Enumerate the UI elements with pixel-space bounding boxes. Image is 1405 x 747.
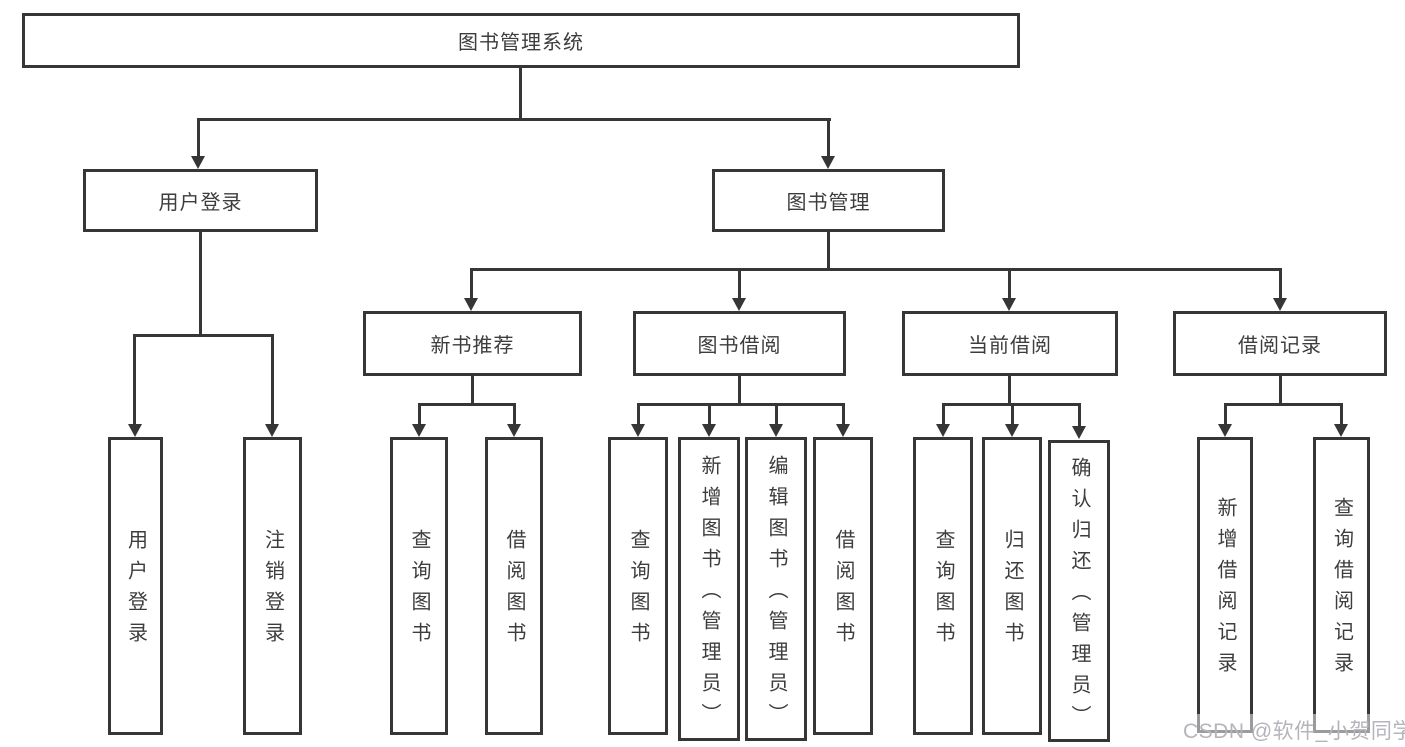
leaf-confirm-return-admin: 确认归还（管理员）	[1048, 440, 1110, 742]
arrowhead-down-user-login	[191, 156, 205, 169]
connector-newbook-stem	[471, 376, 474, 406]
leaf-borrow-books-recommend: 借阅图书	[485, 437, 543, 735]
node-book-borrowing: 图书借阅	[633, 311, 846, 376]
arrowhead-down-q2	[631, 424, 645, 437]
leaf-add-borrow-record-label: 新增借阅记录	[1214, 497, 1236, 683]
connector-newbook-crossbar	[418, 403, 516, 406]
connector-drop-q2	[637, 403, 640, 426]
connector-drop-add-book	[708, 403, 711, 426]
arrowhead-down-b2	[836, 424, 850, 437]
leaf-logout-login: 注销登录	[243, 437, 302, 735]
arrowhead-down-query-record	[1334, 424, 1348, 437]
arrowhead-down-leaf-logout	[265, 424, 279, 437]
arrowhead-down-confirm-return	[1072, 426, 1086, 439]
node-book-management-branch: 图书管理	[712, 169, 945, 232]
leaf-query-books-recommend: 查询图书	[390, 437, 448, 735]
connector-drop-book-mgmt	[827, 118, 830, 158]
connector-drop-confirm-return	[1078, 403, 1081, 426]
leaf-return-books-label: 归还图书	[1001, 529, 1023, 653]
leaf-borrow-books-recommend-label: 借阅图书	[503, 529, 525, 653]
leaf-return-books: 归还图书	[982, 437, 1042, 735]
node-book-borrowing-label: 图书借阅	[697, 335, 782, 357]
connector-drop-add-record	[1224, 403, 1227, 426]
leaf-logout-login-label: 注销登录	[261, 529, 284, 653]
connector-drop-book-borrow	[738, 268, 741, 300]
leaf-add-book-admin-label: 新增图书（管理员）	[698, 454, 720, 734]
node-user-login-branch: 用户登录	[83, 169, 318, 232]
leaf-query-books-recommend-label: 查询图书	[408, 529, 430, 653]
node-system-root-label: 图书管理系统	[458, 32, 584, 54]
connector-drop-current-borrow	[1008, 268, 1011, 300]
node-user-login-branch-label: 用户登录	[158, 192, 243, 214]
node-system-root: 图书管理系统	[22, 13, 1020, 68]
arrowhead-down-leaf-user-login	[128, 424, 142, 437]
connector-drop-leaf-logout	[271, 334, 274, 426]
csdn-watermark: CSDN @软件_小贺同学	[1181, 714, 1405, 746]
connector-drop-leaf-user-login	[133, 334, 136, 426]
arrowhead-down-new-book	[464, 298, 478, 311]
node-current-borrowing-label: 当前借阅	[968, 335, 1052, 357]
connector-borrowrecord-stem	[1279, 376, 1282, 406]
arrowhead-down-add-book	[702, 424, 716, 437]
connector-drop-borrow-record	[1279, 268, 1282, 300]
connector-drop-user-login	[197, 118, 200, 158]
connector-drop-q3	[942, 403, 945, 426]
leaf-query-borrow-record-label: 查询借阅记录	[1330, 497, 1353, 683]
leaf-query-borrow-record: 查询借阅记录	[1313, 437, 1370, 733]
leaf-edit-book-admin-label: 编辑图书（管理员）	[765, 454, 787, 734]
leaf-query-books-borrowing: 查询图书	[608, 437, 668, 735]
leaf-add-borrow-record: 新增借阅记录	[1197, 437, 1253, 733]
arrowhead-down-add-record	[1218, 424, 1232, 437]
connector-userlogin-crossbar	[133, 334, 274, 337]
leaf-add-book-admin: 新增图书（管理员）	[678, 437, 740, 741]
connector-userlogin-stem	[199, 232, 202, 337]
node-book-management-branch-label: 图书管理	[786, 192, 871, 214]
arrowhead-down-book-mgmt	[821, 156, 835, 169]
connector-drop-new-book	[470, 268, 473, 300]
leaf-query-books-borrowing-label: 查询图书	[627, 529, 649, 653]
connector-root-stem	[519, 68, 522, 120]
node-new-book-recommend: 新书推荐	[363, 311, 582, 376]
arrowhead-down-borrow-record	[1273, 298, 1287, 311]
arrowhead-down-return	[1005, 424, 1019, 437]
arrowhead-down-q3	[936, 424, 950, 437]
connector-drop-edit-book	[775, 403, 778, 426]
arrowhead-down-b1	[507, 424, 521, 437]
leaf-query-books-current: 查询图书	[913, 437, 973, 735]
connector-drop-return	[1011, 403, 1014, 426]
connector-currentborrow-stem	[1008, 376, 1011, 406]
leaf-borrow-books-borrowing: 借阅图书	[813, 437, 873, 735]
connector-bookborrow-stem	[738, 376, 741, 406]
connector-bookmgmt-stem	[827, 232, 830, 271]
connector-drop-q1	[418, 403, 421, 426]
connector-drop-query-record	[1340, 403, 1343, 426]
leaf-user-login-label: 用户登录	[124, 529, 147, 653]
leaf-edit-book-admin: 编辑图书（管理员）	[745, 437, 807, 741]
leaf-user-login: 用户登录	[108, 437, 163, 735]
arrowhead-down-edit-book	[769, 424, 783, 437]
leaf-confirm-return-admin-label: 确认归还（管理员）	[1068, 456, 1090, 736]
connector-drop-b1	[513, 403, 516, 426]
node-borrow-records-label: 借阅记录	[1238, 335, 1322, 357]
node-new-book-recommend-label: 新书推荐	[430, 335, 515, 357]
connector-root-crossbar	[197, 118, 831, 121]
leaf-query-books-current-label: 查询图书	[932, 529, 954, 653]
connector-bookmgmt-crossbar	[470, 268, 1282, 271]
leaf-borrow-books-borrowing-label: 借阅图书	[832, 529, 854, 653]
connector-bookborrow-crossbar	[637, 403, 845, 406]
arrowhead-down-current-borrow	[1002, 298, 1016, 311]
arrowhead-down-q1	[412, 424, 426, 437]
node-current-borrowing: 当前借阅	[902, 311, 1118, 376]
arrowhead-down-book-borrow	[732, 298, 746, 311]
node-borrow-records: 借阅记录	[1173, 311, 1387, 376]
connector-borrowrecord-crossbar	[1224, 403, 1343, 406]
connector-drop-b2	[842, 403, 845, 426]
